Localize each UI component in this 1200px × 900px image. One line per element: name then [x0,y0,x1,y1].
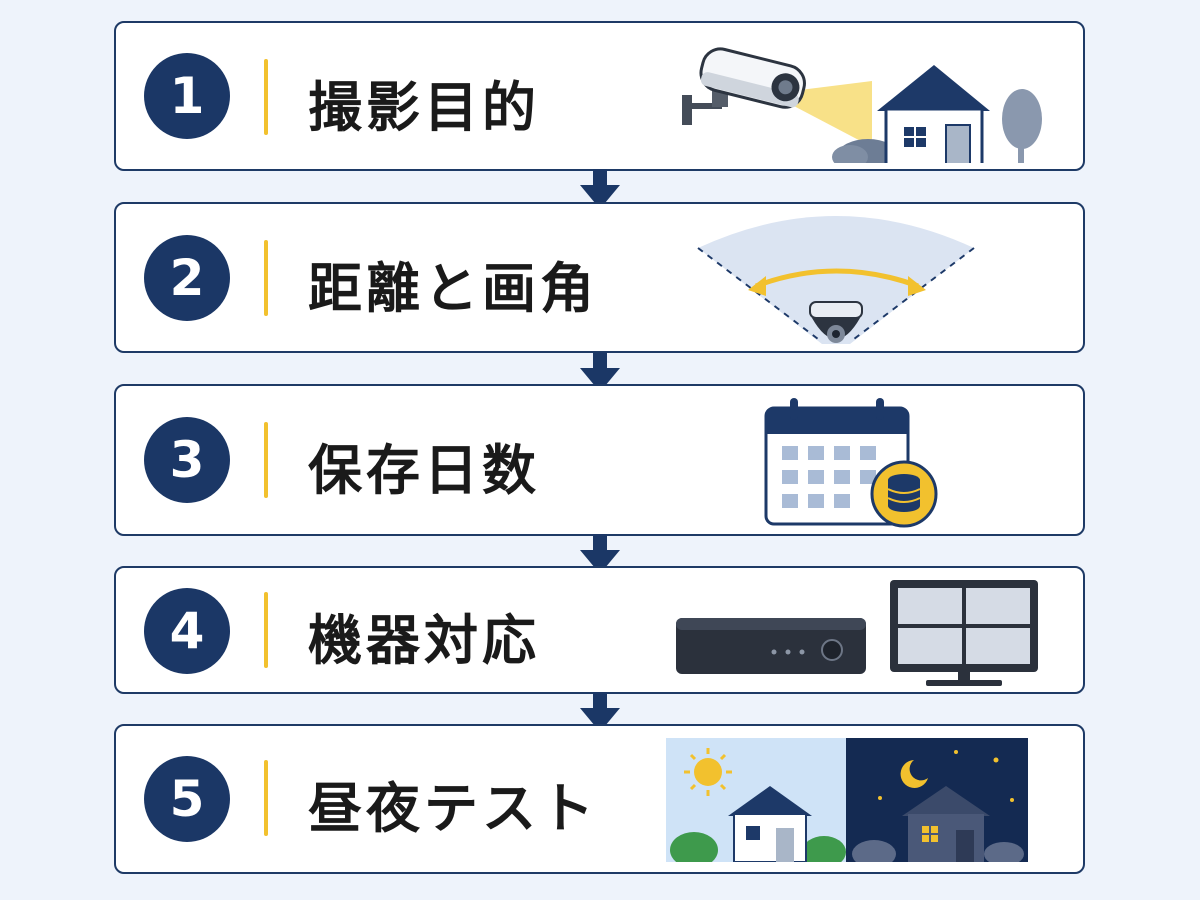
step-1-number: 1 [144,53,230,139]
step-1-divider [264,59,268,135]
down-arrow-1 [580,169,620,209]
step-2-number: 2 [144,235,230,321]
step-3-label: 保存日数 [308,439,540,502]
step-4-label: 機器対応 [308,609,540,672]
step-5-label: 昼夜テスト [308,777,598,840]
step-1-card: 1 撮影目的 [114,21,1085,171]
step-4-card: 4 機器対応 [114,566,1085,694]
security-camera-house-icon [682,47,1042,163]
step-3-card: 3 保存日数 [114,384,1085,536]
day-night-house-icon [666,738,1028,862]
step-5-number: 5 [144,756,230,842]
step-2-card: 2 距離と画角 [114,202,1085,353]
step-5-divider [264,760,268,836]
step-5-card: 5 昼夜テスト [114,724,1085,874]
step-4-number: 4 [144,588,230,674]
step-2-label: 距離と画角 [308,257,598,320]
step-3-divider [264,422,268,498]
step-4-divider [264,592,268,668]
recorder-monitor-icon [676,580,1038,686]
down-arrow-4 [580,692,620,732]
down-arrow-2 [580,352,620,392]
step-1-label: 撮影目的 [308,76,540,139]
calendar-storage-icon [764,398,938,528]
step-2-divider [264,240,268,316]
step-3-number: 3 [144,417,230,503]
down-arrow-3 [580,534,620,574]
camera-viewing-angle-icon [697,216,975,344]
